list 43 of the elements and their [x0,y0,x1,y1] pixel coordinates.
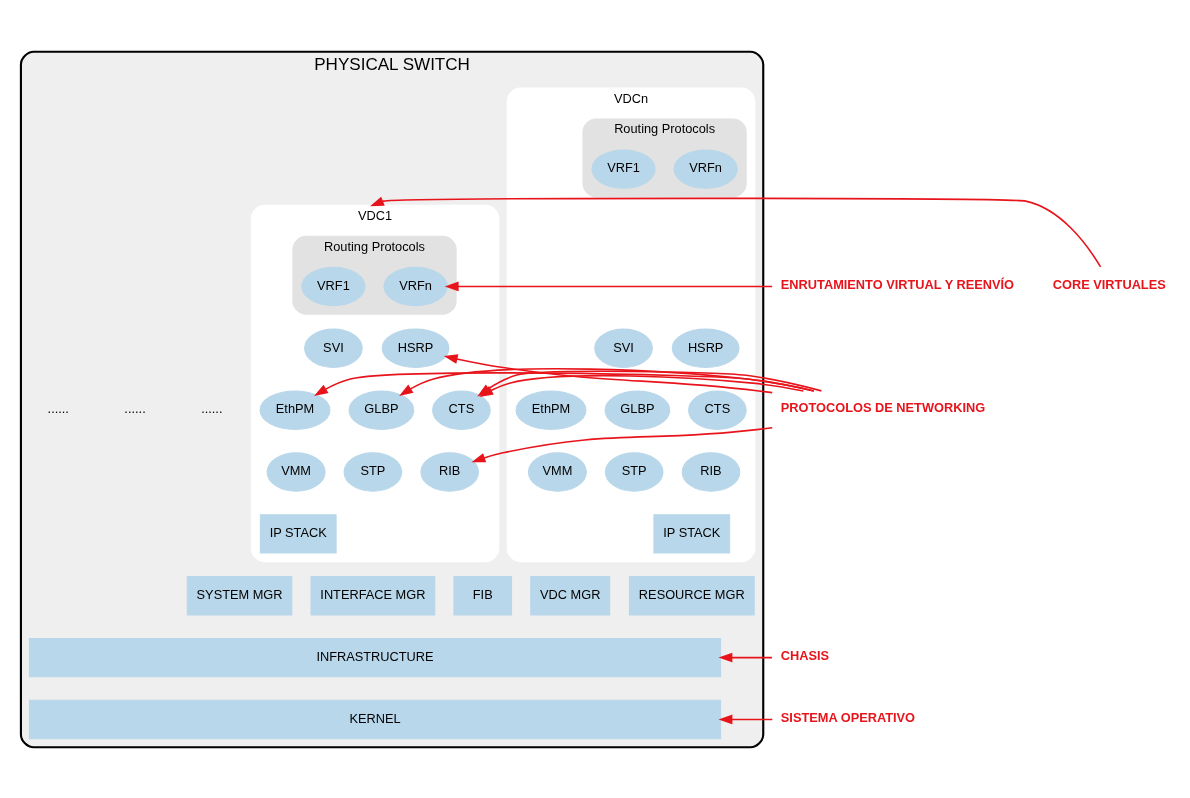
node-text: ENRUTAMIENTO VIRTUAL Y REENVÍO [780,276,1015,292]
node-ellipse: SVI [594,328,653,368]
node-ellipse: EthPM [515,389,587,430]
node-box: FIB [453,575,513,615]
node-ellipse: VMM [527,451,587,492]
node-ellipse: STP [343,451,403,492]
node-ellipse: RIB [681,451,741,492]
arrow [370,196,1102,268]
label: ...... [201,400,223,416]
node-ellipse: CTS [688,389,747,430]
node-ellipse: VMM [266,451,326,492]
node-ellipse: SVI [304,328,363,368]
node-box: SYSTEM MGR [186,575,293,615]
node-ellipse: VRFn [673,148,738,189]
node-box: INTERFACE MGR [310,575,436,615]
label: ...... [47,400,69,416]
node-box: RESOURCE MGR [628,575,755,615]
node-box: VDC MGR [530,575,611,615]
node-ellipse: GLBP [604,389,671,430]
arrow [443,353,774,393]
node-ellipse: VRF1 [591,148,656,189]
node-box: KERNEL [28,699,722,739]
node-ellipse: RIB [420,451,479,492]
node-ellipse: GLBP [348,389,415,430]
node-text: CHASIS [780,647,830,663]
arrow [471,426,774,462]
arrow [718,652,773,662]
node-box: IP STACK [259,513,337,554]
node-ellipse: HSRP [381,328,450,368]
arrow [718,714,774,724]
node-ellipse: STP [604,451,664,492]
node-ellipse: HSRP [671,328,740,368]
node-ellipse: VRF1 [301,266,366,306]
node-box: INFRASTRUCTURE [28,637,722,677]
node-box: IP STACK [653,513,731,554]
arrow [444,281,773,291]
label: ...... [124,400,146,416]
node-text: SISTEMA OPERATIVO [780,709,916,725]
node-text: CORE VIRTUALES [1052,276,1166,292]
node-text: PROTOCOLOS DE NETWORKING [780,399,986,415]
node-ellipse: VRFn [383,266,448,306]
node-ellipse: EthPM [259,389,331,430]
node-ellipse: CTS [432,389,491,430]
